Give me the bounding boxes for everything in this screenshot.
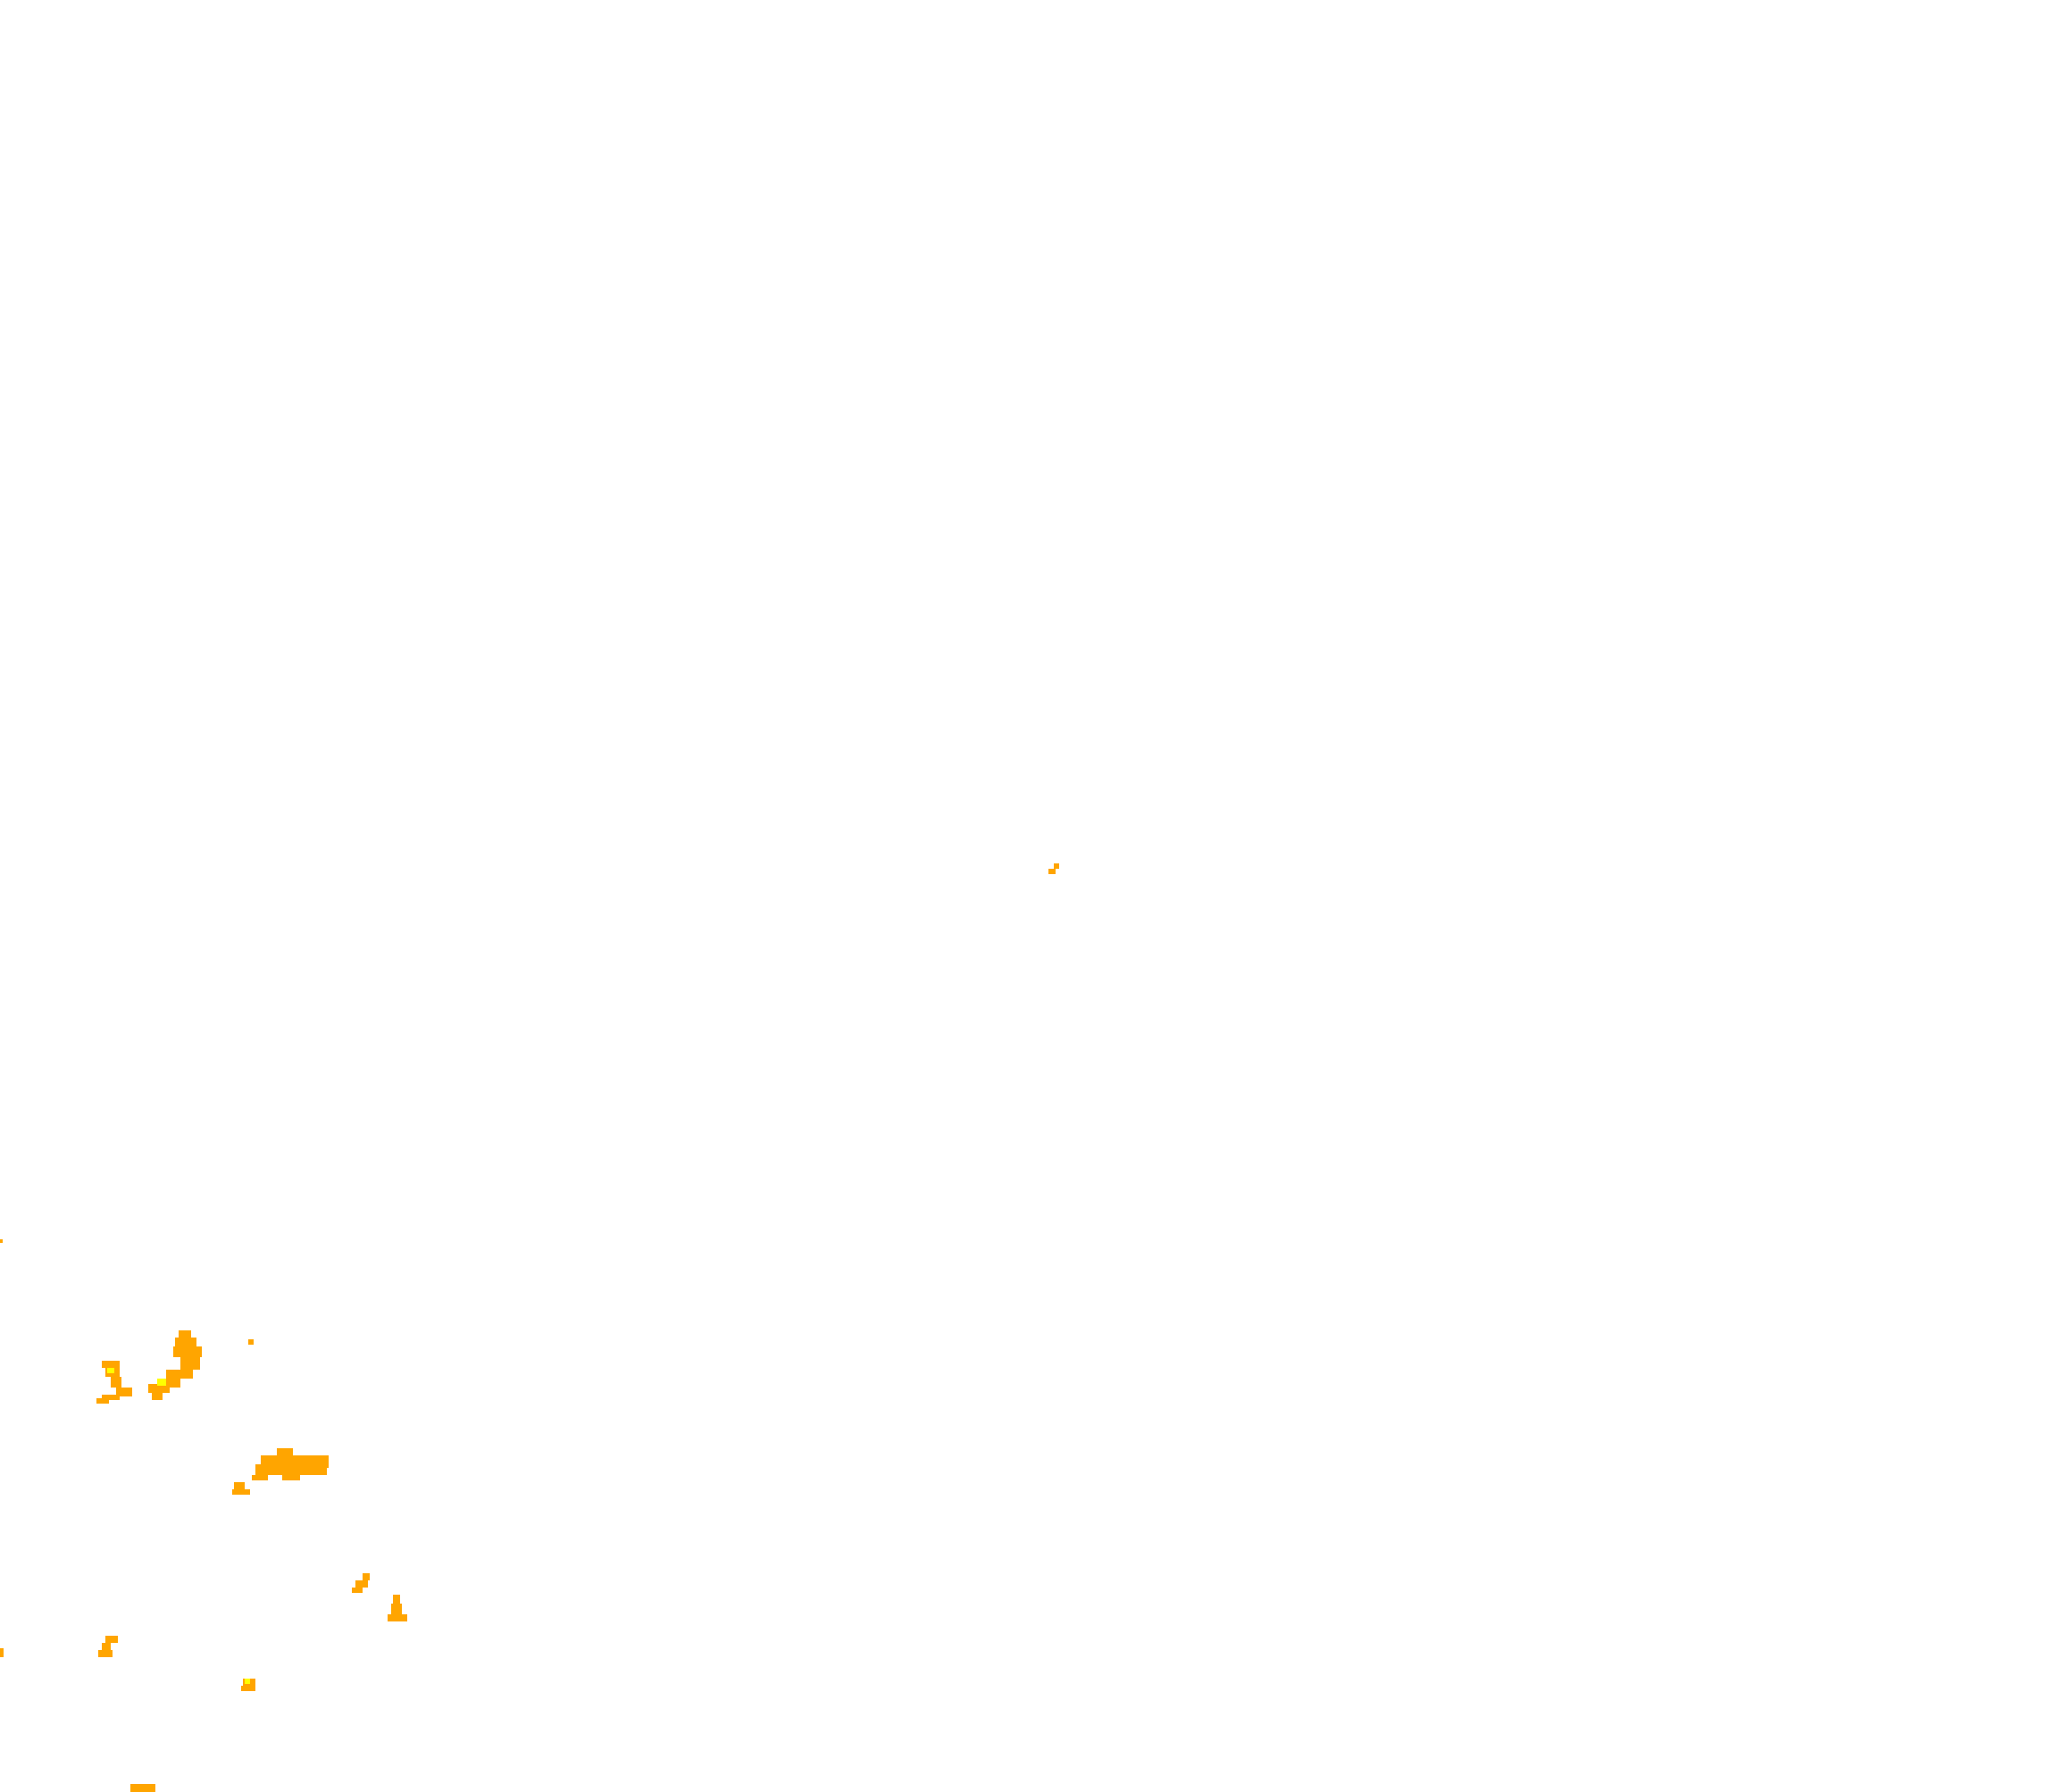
precip-feature-speck-left-edge-lower bbox=[0, 1648, 4, 1657]
precip-cell bbox=[173, 1346, 202, 1357]
precip-cell bbox=[180, 1357, 200, 1370]
precip-cell bbox=[116, 1388, 132, 1396]
precip-cell bbox=[257, 1475, 268, 1480]
precip-cell bbox=[166, 1370, 193, 1379]
precip-cell bbox=[179, 1330, 191, 1338]
precip-feature-core-lower-mid bbox=[245, 1679, 250, 1684]
precip-feature-cluster-small-left bbox=[232, 1482, 250, 1495]
precip-cell bbox=[98, 1650, 113, 1657]
precip-feature-core-far-left bbox=[107, 1368, 114, 1373]
precip-cell bbox=[277, 1448, 293, 1455]
precip-feature-cluster-lower-left bbox=[388, 1595, 407, 1621]
precip-cell bbox=[96, 1398, 109, 1404]
precip-cell bbox=[363, 1573, 370, 1580]
precip-cell bbox=[232, 1489, 250, 1495]
precip-cell bbox=[388, 1614, 407, 1621]
precip-feature-dot-small bbox=[248, 1339, 254, 1345]
precip-feature-cluster-bottom-edge bbox=[130, 1679, 255, 1792]
precip-cell bbox=[255, 1464, 327, 1475]
precip-cell bbox=[252, 1475, 257, 1480]
precip-cell bbox=[261, 1455, 311, 1464]
precip-cell bbox=[102, 1361, 120, 1368]
precip-feature-speck-small bbox=[252, 1475, 257, 1480]
precip-cell bbox=[102, 1395, 120, 1400]
precip-feature-core-left-tall bbox=[157, 1379, 166, 1386]
precip-feature-cluster-left-tall bbox=[148, 1330, 202, 1400]
precip-cell bbox=[111, 1377, 121, 1388]
precip-cell bbox=[1054, 863, 1059, 869]
precip-cell bbox=[234, 1482, 245, 1489]
precip-cell bbox=[0, 1648, 4, 1657]
precip-cell bbox=[245, 1679, 250, 1684]
precip-feature-speck-left-edge-upper bbox=[0, 1239, 3, 1243]
precip-feature-cluster-tri bbox=[352, 1573, 370, 1593]
precip-cell bbox=[0, 1239, 3, 1243]
precip-cell bbox=[152, 1393, 163, 1400]
precip-cell bbox=[157, 1379, 166, 1386]
precip-cell bbox=[393, 1595, 400, 1604]
precip-cell bbox=[102, 1643, 111, 1650]
precip-feature-cluster-far-left bbox=[96, 1361, 132, 1404]
precip-cell bbox=[157, 1379, 180, 1388]
precip-cell bbox=[391, 1604, 402, 1614]
precip-cell bbox=[105, 1636, 118, 1643]
precip-cell bbox=[248, 1339, 254, 1345]
precip-cell bbox=[1048, 869, 1056, 874]
precip-feature-cluster-lower-mid bbox=[98, 1636, 118, 1657]
precip-cell bbox=[282, 1475, 300, 1480]
precip-cell bbox=[355, 1580, 368, 1588]
precip-feature-speck-center bbox=[1048, 863, 1059, 874]
precip-cell bbox=[352, 1588, 363, 1593]
precip-cell bbox=[241, 1686, 255, 1691]
precip-cell bbox=[148, 1384, 170, 1393]
precip-feature-cluster-horizontal bbox=[255, 1448, 329, 1480]
precip-cell bbox=[130, 1784, 155, 1792]
precip-cell bbox=[175, 1338, 196, 1346]
precip-cell bbox=[311, 1455, 329, 1468]
precip-cell bbox=[107, 1368, 114, 1373]
